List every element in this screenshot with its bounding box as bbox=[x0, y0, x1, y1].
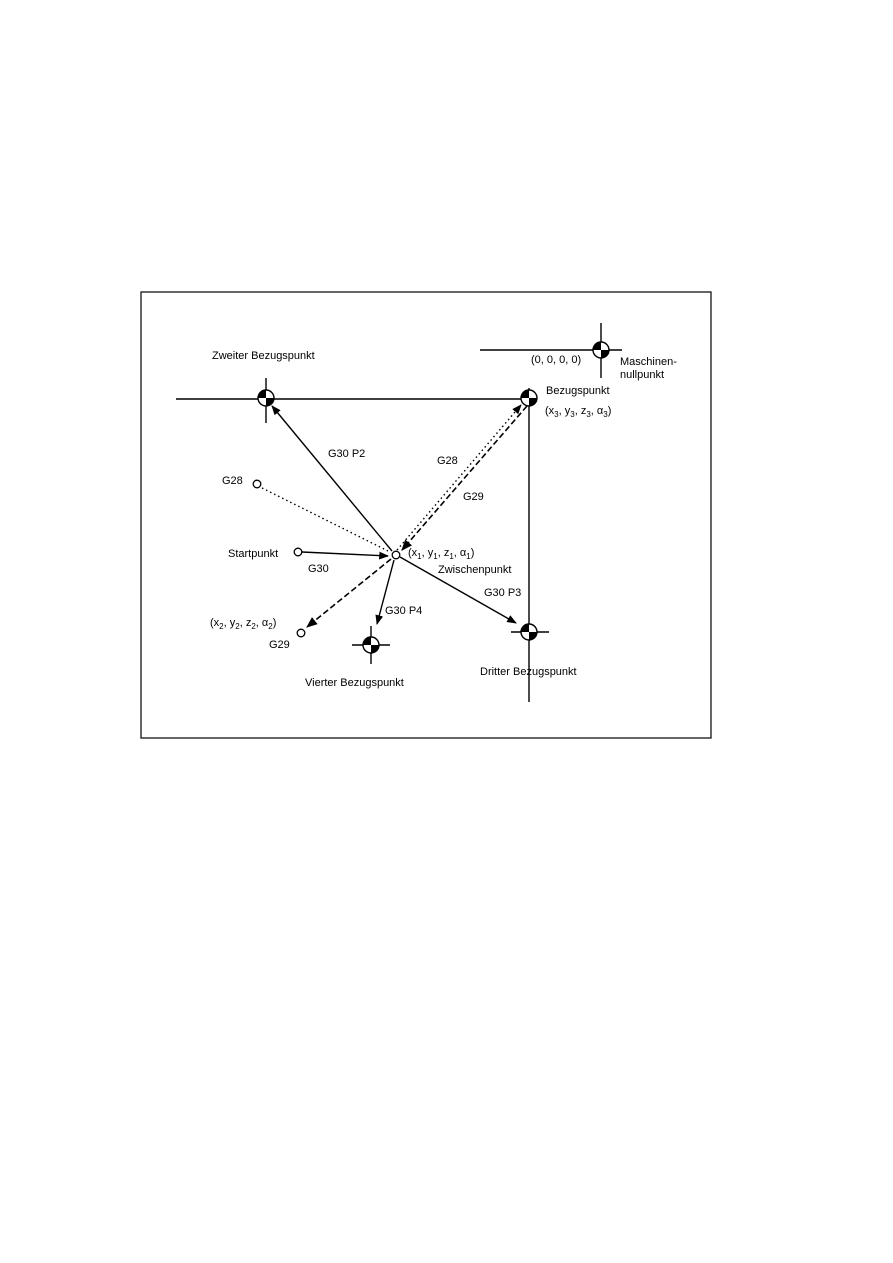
path-g28-left bbox=[261, 487, 389, 552]
label-p2-coords: (x2, y2, z2, α2) bbox=[210, 617, 276, 631]
label-g28-left: G28 bbox=[222, 475, 243, 487]
label-machine-coord: (0, 0, 0, 0) bbox=[531, 354, 581, 366]
start-point bbox=[293, 547, 303, 557]
machine-zero-symbol bbox=[592, 323, 610, 378]
diagram-frame bbox=[140, 291, 712, 739]
path-g30-p4 bbox=[375, 559, 395, 625]
label-p3-coords: (x3, y3, z3, α3) bbox=[545, 405, 611, 419]
label-g30: G30 bbox=[308, 563, 329, 575]
path-g30-p2 bbox=[271, 405, 393, 552]
label-second-reference: Zweiter Bezugspunkt bbox=[212, 350, 315, 362]
reference-point-symbol bbox=[520, 389, 538, 407]
intermediate-point bbox=[391, 550, 401, 560]
path-g28-right bbox=[396, 404, 522, 551]
g28-origin-point bbox=[252, 479, 262, 489]
label-g28-right: G28 bbox=[437, 455, 458, 467]
label-g30-p4: G30 P4 bbox=[385, 605, 422, 617]
label-reference-point: Bezugspunkt bbox=[546, 385, 610, 397]
second-reference-symbol bbox=[257, 378, 275, 423]
g29-target-point bbox=[296, 628, 306, 638]
label-start-point: Startpunkt bbox=[228, 548, 278, 560]
third-reference-symbol bbox=[511, 623, 549, 641]
label-g30-p2: G30 P2 bbox=[328, 448, 365, 460]
label-p1-coords: (x1, y1, z1, α1) bbox=[408, 547, 474, 561]
label-machine-zero-2: nullpunkt bbox=[620, 369, 664, 381]
label-g29-left: G29 bbox=[269, 639, 290, 651]
path-g30-p3 bbox=[399, 556, 517, 624]
label-intermediate-point: Zwischenpunkt bbox=[438, 564, 511, 576]
path-g29-right bbox=[401, 405, 528, 551]
label-third-reference: Dritter Bezugspunkt bbox=[480, 666, 577, 678]
fourth-reference-symbol bbox=[352, 626, 390, 664]
label-g29-right: G29 bbox=[463, 491, 484, 503]
path-g30-start bbox=[301, 551, 389, 560]
label-g30-p3: G30 P3 bbox=[484, 587, 521, 599]
label-machine-zero-1: Maschinen- bbox=[620, 356, 677, 368]
label-fourth-reference: Vierter Bezugspunkt bbox=[305, 677, 404, 689]
path-g29-left bbox=[306, 558, 392, 628]
